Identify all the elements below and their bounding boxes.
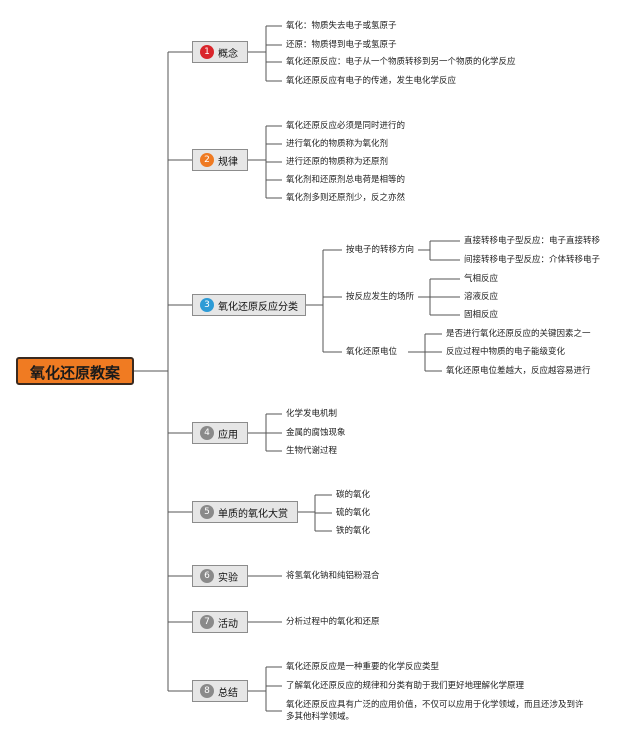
subtopic-label[interactable]: 按反应发生的场所 — [346, 292, 415, 302]
branch-4-node[interactable]: 4 应用 — [192, 422, 248, 444]
branch-label: 总结 — [218, 687, 238, 699]
branch-number-badge: 7 — [200, 615, 214, 629]
branch-number-badge: 4 — [200, 426, 214, 440]
leaf-item[interactable]: 溶液反应 — [464, 292, 499, 302]
leaf-item[interactable]: 分析过程中的氧化和还原 — [286, 617, 380, 627]
leaf-item[interactable]: 反应过程中物质的电子能级变化 — [446, 347, 566, 357]
branch-number-badge: 8 — [200, 684, 214, 698]
leaf-item[interactable]: 气相反应 — [464, 274, 499, 284]
branch-number-badge: 1 — [200, 45, 214, 59]
branch-1-node[interactable]: 1 概念 — [192, 41, 248, 63]
leaf-item[interactable]: 还原：物质得到电子或氢原子 — [286, 40, 397, 50]
leaf-item[interactable]: 直接转移电子型反应：电子直接转移 — [464, 236, 601, 246]
leaf-item[interactable]: 氧化剂和还原剂总电荷是相等的 — [286, 175, 406, 185]
leaf-item[interactable]: 了解氧化还原反应的规律和分类有助于我们更好地理解化学原理 — [286, 681, 525, 691]
branch-number-badge: 5 — [200, 505, 214, 519]
root-topic[interactable]: 氧化还原教案 — [16, 357, 134, 385]
leaf-item[interactable]: 生物代谢过程 — [286, 446, 338, 456]
branch-label: 规律 — [218, 156, 238, 168]
leaf-item[interactable]: 硫的氧化 — [336, 508, 371, 518]
leaf-item[interactable]: 氧化还原反应必须是同时进行的 — [286, 121, 406, 131]
leaf-item[interactable]: 化学发电机制 — [286, 409, 338, 419]
leaf-item[interactable]: 氧化：物质失去电子或氢原子 — [286, 21, 397, 31]
branch-label: 应用 — [218, 429, 238, 441]
leaf-item[interactable]: 进行氧化的物质称为氧化剂 — [286, 139, 389, 149]
branch-label: 氧化还原反应分类 — [218, 301, 298, 313]
branch-label: 实验 — [218, 572, 238, 584]
branch-number-badge: 2 — [200, 153, 214, 167]
subtopic-label[interactable]: 氧化还原电位 — [346, 347, 398, 357]
branch-label: 活动 — [218, 618, 238, 630]
branch-7-node[interactable]: 7 活动 — [192, 611, 248, 633]
branch-number-badge: 6 — [200, 569, 214, 583]
leaf-item[interactable]: 氧化还原反应具有广泛的应用价值，不仅可以应用于化学领域，而且还涉及到许多其他科学… — [286, 700, 584, 722]
leaf-item[interactable]: 间接转移电子型反应：介体转移电子 — [464, 255, 601, 265]
branch-8-node[interactable]: 8 总结 — [192, 680, 248, 702]
leaf-item[interactable]: 氧化还原反应是一种重要的化学反应类型 — [286, 662, 440, 672]
leaf-item[interactable]: 固相反应 — [464, 310, 499, 320]
leaf-item[interactable]: 金属的腐蚀现象 — [286, 428, 346, 438]
branch-2-node[interactable]: 2 规律 — [192, 149, 248, 171]
branch-5-node[interactable]: 5 单质的氧化大赏 — [192, 501, 298, 523]
branch-label: 单质的氧化大赏 — [218, 508, 288, 520]
branch-number-badge: 3 — [200, 298, 214, 312]
subtopic-label[interactable]: 按电子的转移方向 — [346, 245, 415, 255]
branch-6-node[interactable]: 6 实验 — [192, 565, 248, 587]
branch-3-node[interactable]: 3 氧化还原反应分类 — [192, 294, 306, 316]
leaf-item[interactable]: 氧化还原反应：电子从一个物质转移到另一个物质的化学反应 — [286, 57, 516, 67]
leaf-item[interactable]: 氧化还原反应有电子的传递，发生电化学反应 — [286, 76, 457, 86]
leaf-item[interactable]: 是否进行氧化还原反应的关键因素之一 — [446, 329, 591, 339]
leaf-item[interactable]: 碳的氧化 — [336, 490, 371, 500]
branch-label: 概念 — [218, 48, 238, 60]
leaf-item[interactable]: 氧化还原电位差越大，反应越容易进行 — [446, 366, 591, 376]
leaf-item[interactable]: 铁的氧化 — [336, 526, 371, 536]
leaf-item[interactable]: 进行还原的物质称为还原剂 — [286, 157, 389, 167]
leaf-item[interactable]: 氧化剂多则还原剂少，反之亦然 — [286, 193, 406, 203]
leaf-item[interactable]: 将氢氧化钠和纯铝粉混合 — [286, 571, 380, 581]
